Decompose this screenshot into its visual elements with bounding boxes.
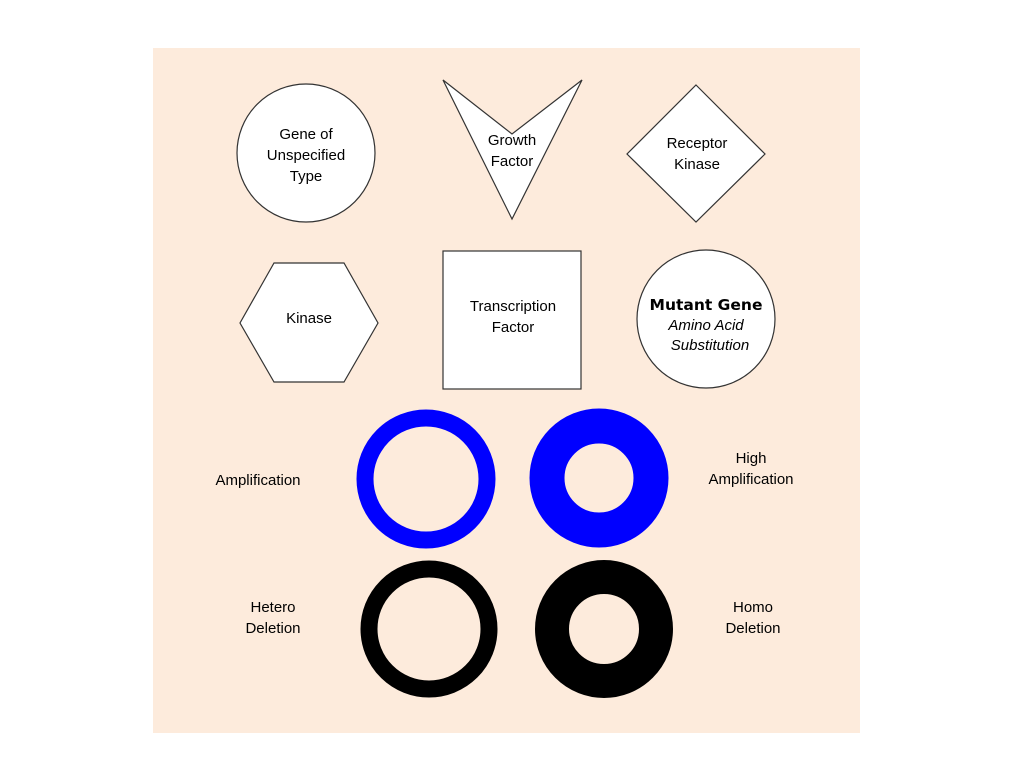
transcription-factor-label-line2: Factor (492, 319, 535, 336)
kinase-hexagon-icon (239, 262, 379, 383)
high-amplification-label-line1: High (736, 450, 767, 467)
mutant-gene-label: Mutant Gene (650, 296, 763, 314)
mutant-gene-sublabel-line1: Amino Acid (667, 317, 744, 334)
transcription-factor-square-icon (442, 250, 582, 390)
growth-factor-label-line2: Factor (491, 153, 534, 170)
hetero-deletion-label-line1: Hetero (250, 599, 295, 616)
receptor-kinase-label-line1: Receptor (667, 135, 728, 152)
growth-factor-triangle-icon (442, 79, 583, 221)
gene-unspecified-circle-icon (236, 83, 376, 223)
gene-unspecified-label-line2: Unspecified (267, 147, 345, 164)
kinase-label: Kinase (286, 310, 332, 327)
amplification-ring-icon (356, 409, 496, 549)
hetero-deletion-ring-icon (360, 560, 498, 698)
high-amplification-ring-icon (529, 408, 669, 548)
gene-unspecified-label-line3: Type (290, 168, 323, 185)
gene-unspecified-label-line1: Gene of (279, 126, 333, 143)
mutant-gene-circle-icon (636, 249, 776, 389)
homo-deletion-ring-icon (535, 560, 673, 698)
mutant-gene-sublabel-line2: Substitution (671, 337, 749, 354)
receptor-kinase-label-line2: Kinase (674, 156, 720, 173)
high-amplification-label-line2: Amplification (708, 471, 793, 488)
homo-deletion-label-line2: Deletion (725, 620, 780, 637)
hetero-deletion-label-line2: Deletion (245, 620, 300, 637)
transcription-factor-label-line1: Transcription (470, 298, 556, 315)
amplification-label: Amplification (215, 472, 300, 489)
receptor-kinase-diamond-icon (626, 84, 766, 223)
growth-factor-label-line1: Growth (488, 132, 536, 149)
homo-deletion-label-line1: Homo (733, 599, 773, 616)
